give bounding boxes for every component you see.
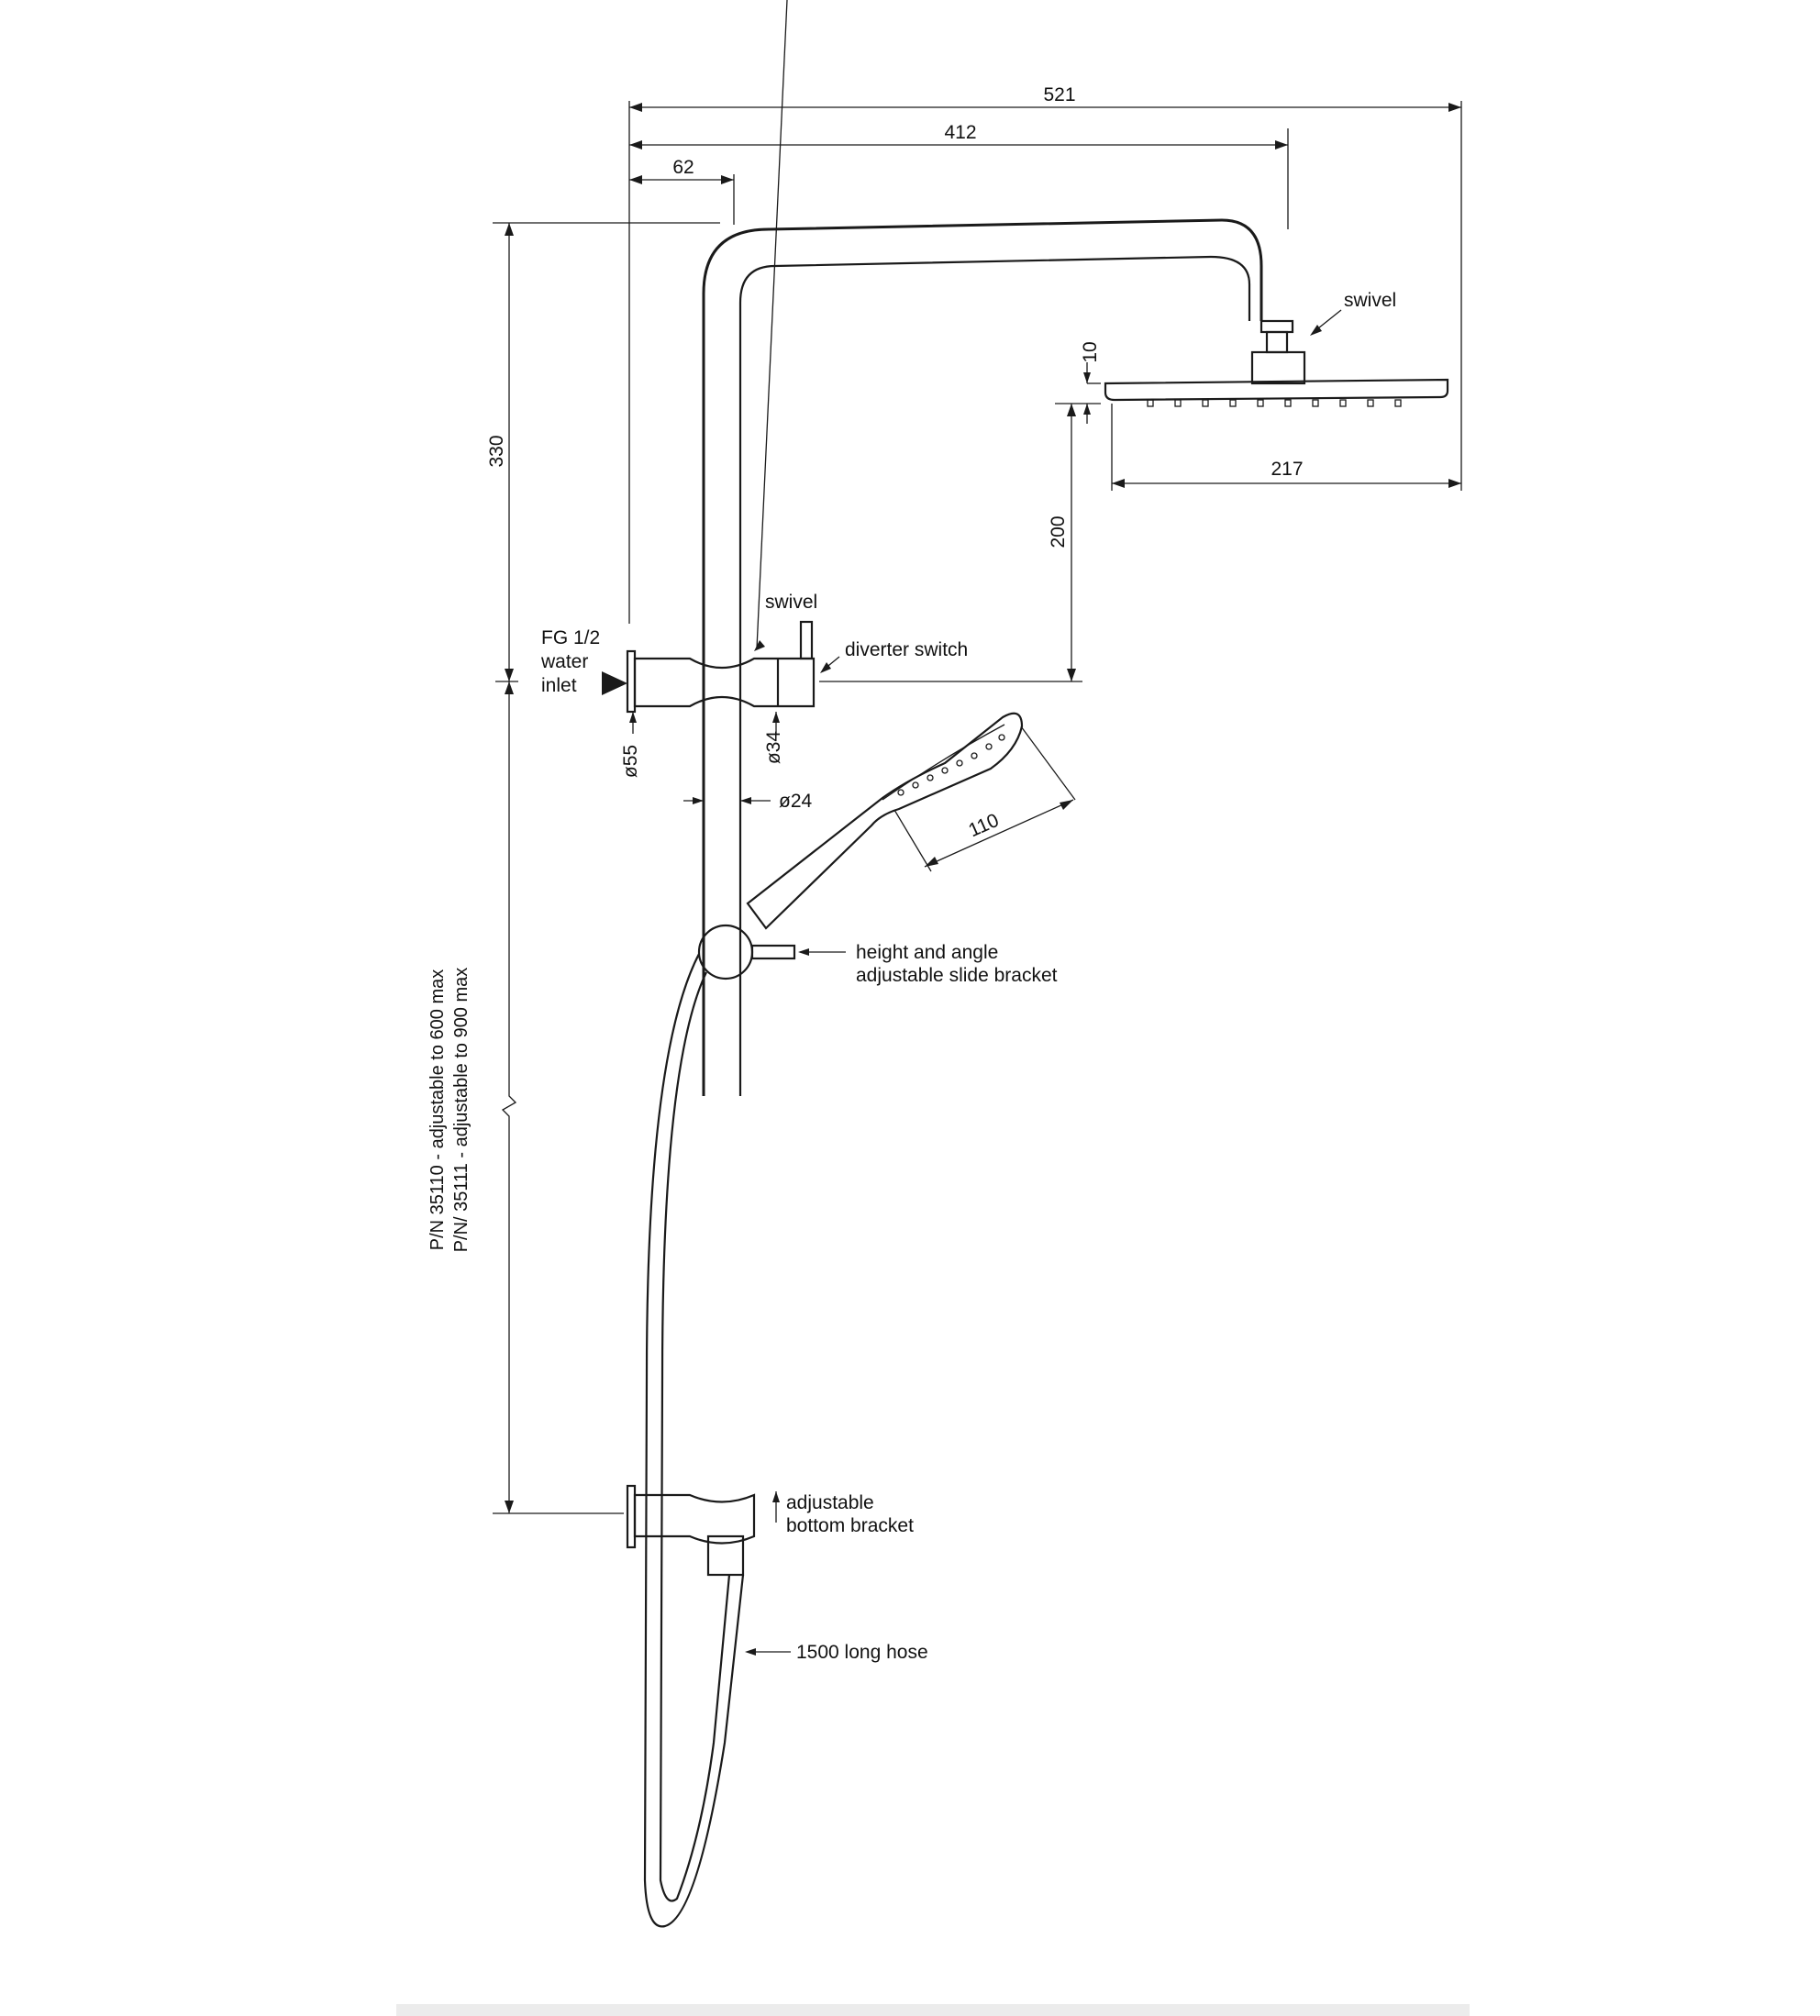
- label-bottom-bracket-line1: adjustable: [786, 1492, 874, 1513]
- dim-upper-height: 330: [486, 435, 507, 467]
- dim-inlet-to-head: 200: [1048, 515, 1069, 548]
- label-diverter-switch: diverter switch: [845, 639, 968, 660]
- label-inlet-line2: water: [540, 651, 588, 672]
- head-mount-block: [1250, 350, 1306, 385]
- slide-bracket-knob: [750, 944, 796, 960]
- water-inlet-arrow-icon: [602, 671, 627, 695]
- dim-head-thickness: 10: [1080, 341, 1101, 362]
- slide-bracket: [697, 924, 796, 980]
- label-swivel-top: swivel: [1344, 290, 1396, 311]
- dim-overall-width: 521: [1043, 84, 1075, 105]
- label-slide-bracket-line1: height and angle: [856, 942, 998, 963]
- leader-lines: [745, 0, 1342, 1656]
- hose-inner: [659, 971, 731, 1902]
- label-slide-bracket-line2: adjustable slide bracket: [856, 965, 1058, 986]
- label-inlet-line3: inlet: [541, 675, 577, 696]
- bottom-bracket: [626, 1484, 756, 1577]
- slide-bracket-ball: [697, 924, 754, 980]
- footer-bar: [396, 2004, 1470, 2016]
- dim-head-width: 217: [1271, 459, 1303, 480]
- dim-inlet-diameter: ø55: [620, 745, 641, 778]
- diverter-body: [633, 657, 816, 708]
- hose-connector: [706, 1534, 745, 1577]
- dim-line-handset-length: [924, 799, 1074, 868]
- diverter-switch-lever: [799, 620, 814, 660]
- dim-diverter-diameter: ø34: [763, 731, 784, 765]
- arm-outer-edge: [702, 218, 1263, 1096]
- hand-shower: [746, 712, 1024, 930]
- bottom-bracket-body: [633, 1493, 756, 1545]
- label-inlet-line1: FG 1/2: [541, 627, 600, 648]
- handset-nozzles: [897, 734, 1005, 796]
- bottom-wall-flange: [626, 1484, 637, 1549]
- overhead-shower-head: [1104, 319, 1449, 407]
- dim-handset-length: 110: [965, 810, 1002, 842]
- top-swivel-collar: [1260, 319, 1294, 334]
- head-plate: [1104, 378, 1449, 402]
- inlet-and-diverter: [602, 620, 816, 714]
- handset-face: [882, 724, 1005, 801]
- label-rail-variant-1: P/N 35110 - adjustable to 600 max: [427, 969, 448, 1250]
- dim-arm-reach: 412: [944, 122, 976, 143]
- label-bottom-bracket-line2: bottom bracket: [786, 1515, 914, 1536]
- hose-outer: [643, 953, 745, 1928]
- annotations: 521 412 62 330 10 217 200 ø55 ø34 ø24 11…: [427, 84, 1396, 1663]
- dimension-lines: [493, 101, 1462, 1514]
- dim-line-rail-length: [501, 681, 517, 1513]
- dim-wall-offset: 62: [672, 157, 694, 178]
- dim-rail-diameter: ø24: [779, 791, 813, 812]
- head-nozzles: [1147, 399, 1402, 407]
- hose: [643, 953, 745, 1928]
- arm-inner-edge: [738, 255, 1251, 1096]
- inlet-wall-flange: [626, 649, 637, 714]
- label-hose: 1500 long hose: [796, 1642, 928, 1663]
- rail-and-arm: [702, 218, 1263, 1096]
- top-swivel-nut: [1265, 330, 1289, 354]
- label-swivel-inlet: swivel: [765, 592, 817, 613]
- label-rail-variant-2: P/N/ 35111 - adjustable to 900 max: [451, 968, 472, 1253]
